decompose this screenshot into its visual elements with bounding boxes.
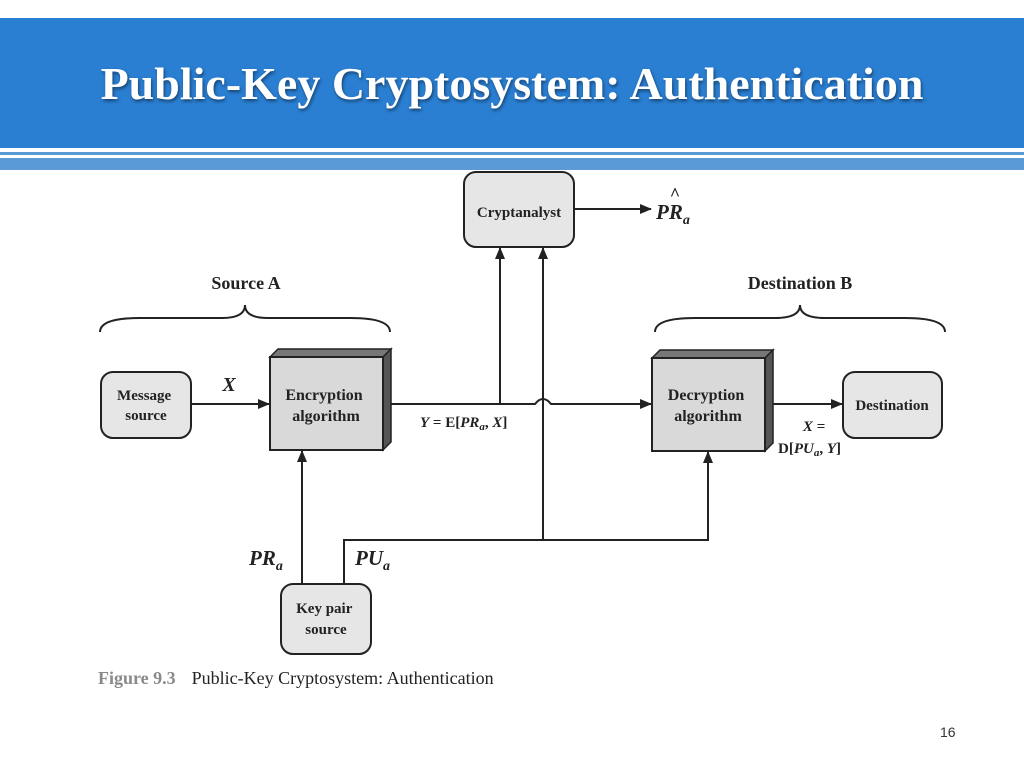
source-a-brace bbox=[99, 304, 391, 333]
encryption-algorithm-box bbox=[268, 347, 393, 452]
private-key-label: PRa bbox=[248, 546, 283, 574]
decrypted-equation-line1: X = bbox=[802, 419, 825, 435]
title-bar: Public-Key Cryptosystem: Authentication bbox=[0, 18, 1024, 148]
page-number: 16 bbox=[940, 724, 956, 740]
message-source-box bbox=[100, 371, 192, 439]
encryption-algorithm-label: Encryption algorithm bbox=[285, 387, 366, 425]
public-key-label: PUa bbox=[354, 546, 390, 574]
ciphertext-arrow bbox=[391, 398, 652, 409]
title-divider-stripe bbox=[0, 152, 1024, 170]
plaintext-x-label: X bbox=[221, 374, 236, 396]
source-a-label: Source A bbox=[211, 273, 280, 293]
pr-hat-mark: ^ bbox=[670, 184, 680, 204]
destination-box bbox=[842, 371, 943, 439]
cryptanalyst-label: Cryptanalyst bbox=[477, 205, 561, 221]
destination-b-label: Destination B bbox=[748, 273, 853, 293]
figure-caption-text: Public-Key Cryptosystem: Authentication bbox=[191, 668, 494, 688]
decryption-algorithm-box bbox=[650, 348, 775, 453]
decryption-algorithm-label: Decryption algorithm bbox=[668, 387, 748, 425]
key-pair-source-label: Key pair source bbox=[296, 601, 356, 638]
figure-caption: Figure 9.3 Public-Key Cryptosystem: Authe… bbox=[98, 668, 494, 689]
public-key-path bbox=[343, 451, 713, 584]
key-pair-source-box bbox=[280, 583, 372, 655]
slide-title: Public-Key Cryptosystem: Authentication bbox=[100, 57, 924, 109]
destination-b-brace bbox=[654, 304, 946, 333]
figure-number: Figure 9.3 bbox=[98, 668, 176, 688]
destination-label: Destination bbox=[855, 398, 929, 414]
estimated-private-key-label: PRa bbox=[655, 200, 690, 228]
message-source-label: Message source bbox=[117, 388, 175, 424]
ciphertext-equation: Y = E[PRa, X] bbox=[420, 415, 507, 433]
decrypted-equation-line2: D[PUa, Y] bbox=[778, 441, 841, 459]
